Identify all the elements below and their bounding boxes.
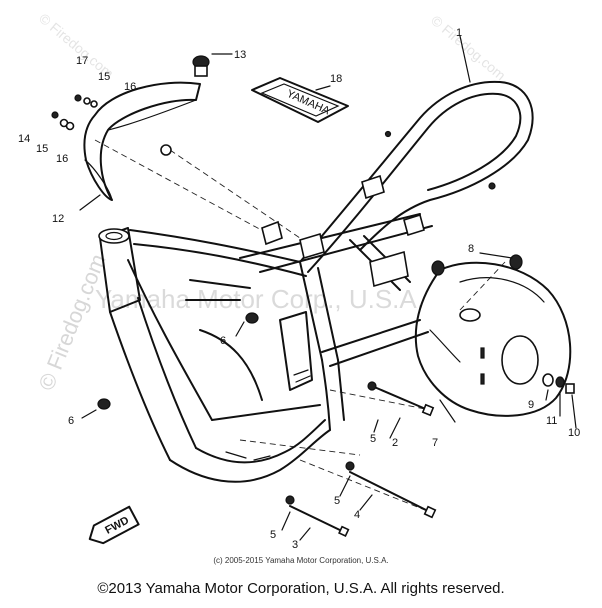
watermark-side: © Firedog.com (33, 250, 110, 393)
callout-13: 13 (234, 49, 246, 61)
leader-lines (79, 35, 577, 541)
callout-16b: 16 (56, 153, 68, 165)
side-cover (83, 55, 210, 201)
callout-15b: 15 (36, 143, 48, 155)
callout-5b: 5 (334, 495, 340, 507)
callout-8: 8 (468, 243, 474, 255)
callout-16a: 16 (124, 81, 136, 93)
callout-15a: 15 (98, 71, 110, 83)
watermark-center: Yamaha Motor Corp., U.S.A. (95, 284, 424, 314)
callout-5a: 5 (370, 433, 376, 445)
small-copyright: (c) 2005-2015 Yamaha Motor Corporation, … (213, 556, 389, 565)
callout-6b: 6 (68, 415, 74, 427)
callout-17: 17 (76, 55, 88, 67)
callout-3: 3 (292, 539, 298, 551)
callout-7: 7 (432, 437, 438, 449)
callout-10: 10 (568, 427, 580, 439)
callout-18: 18 (330, 73, 342, 85)
rear-cover (414, 254, 572, 417)
callout-2: 2 (392, 437, 398, 449)
callout-4: 4 (354, 509, 360, 521)
callout-1: 1 (456, 27, 462, 39)
callout-labels: 1 2 3 4 5 5 5 5 6 6 7 8 9 10 11 12 13 14… (18, 27, 580, 551)
callout-5c: 5 (270, 529, 276, 541)
callout-6a: 6 (220, 335, 226, 347)
copyright-footer: ©2013 Yamaha Motor Corporation, U.S.A. A… (97, 580, 505, 597)
callout-12: 12 (52, 213, 64, 225)
main-frame (98, 80, 534, 483)
callout-9: 9 (528, 399, 534, 411)
fasteners (51, 94, 575, 538)
callout-11: 11 (546, 415, 557, 427)
callout-14: 14 (18, 133, 30, 145)
fwd-arrow: FWD (88, 505, 140, 545)
